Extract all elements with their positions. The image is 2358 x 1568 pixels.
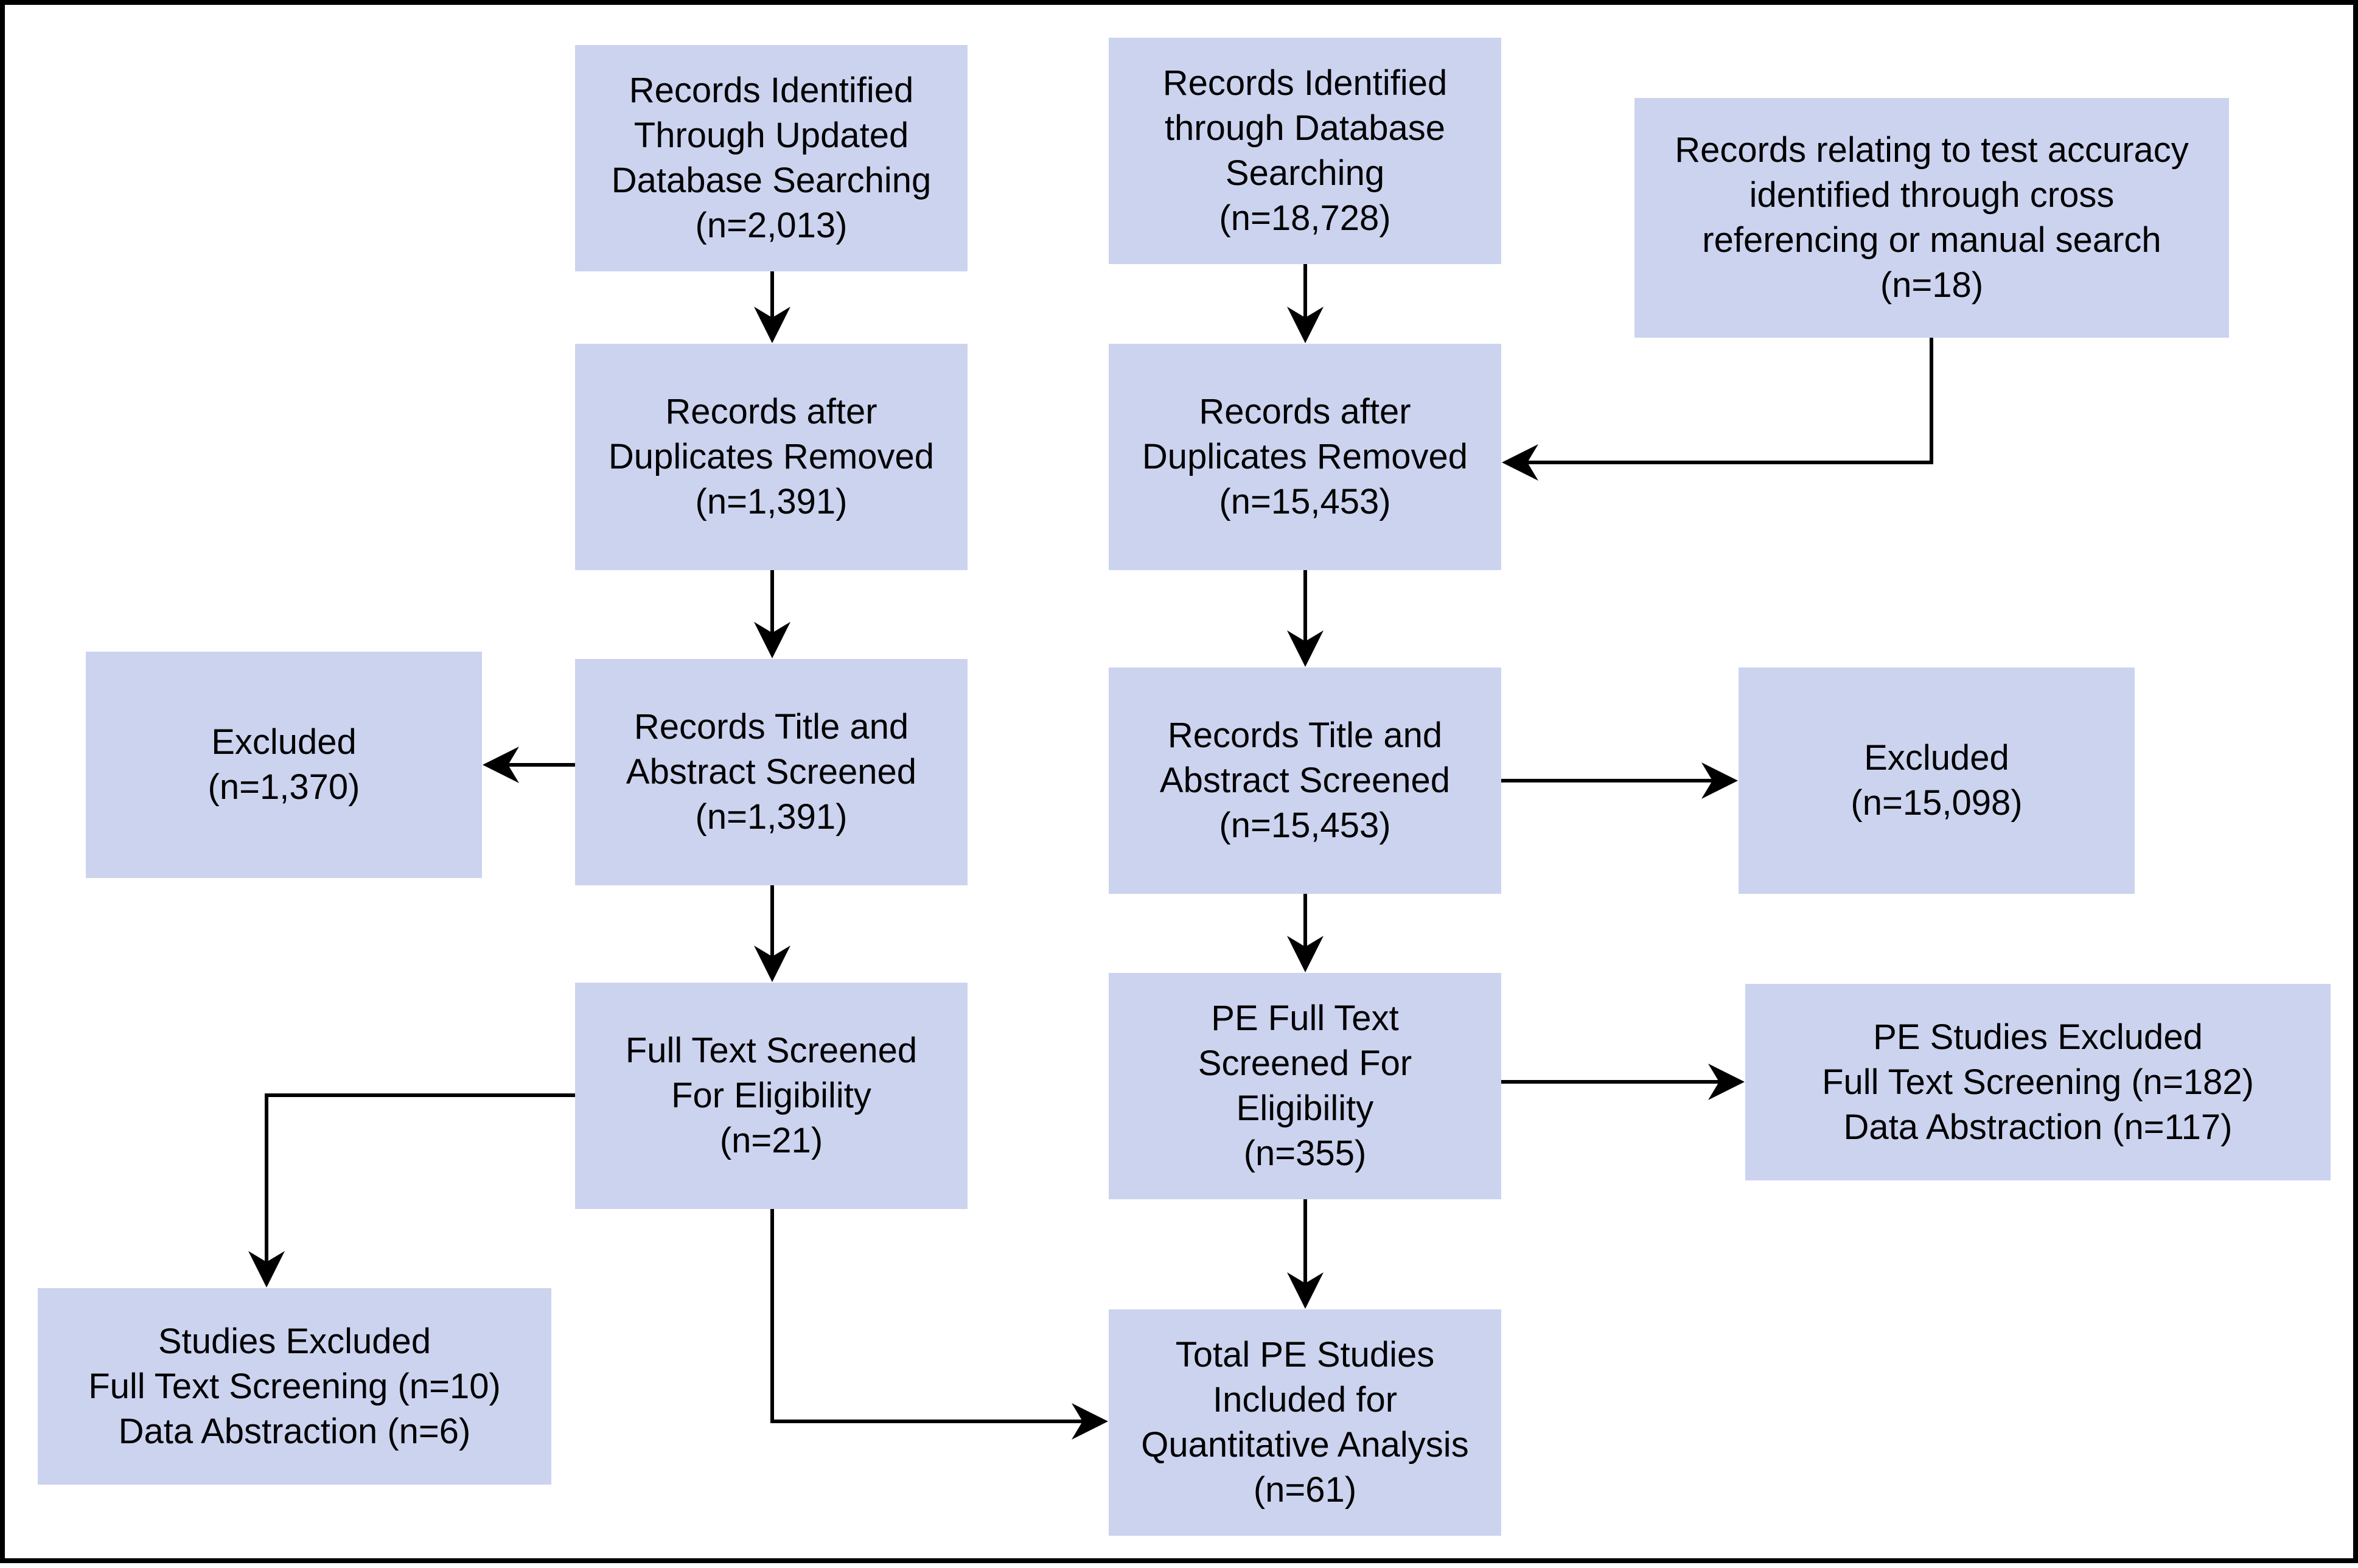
box-line: Excluded [1864,738,2009,778]
box-line: Full Text Screening (n=10) [88,1366,501,1406]
box-line: (n=1,391) [695,482,848,521]
box-line: Data Abstraction (n=6) [118,1411,471,1451]
box-updated-database-search: Records Identified Through Updated Datab… [575,45,968,271]
box-line: (n=15,453) [1219,806,1391,845]
box-database-search: Records Identified through Database Sear… [1109,38,1501,264]
box-line: (n=18) [1880,265,1984,305]
box-line: Records Identified [629,71,914,110]
box-mid-duplicates-removed: Records after Duplicates Removed (n=15,4… [1109,344,1501,570]
box-line: Records Identified [1162,63,1448,103]
box-line: Data Abstraction (n=117) [1843,1107,2233,1147]
box-line: Quantitative Analysis [1141,1425,1469,1465]
box-line: (n=15,453) [1219,482,1391,521]
box-line: Records Title and [1167,716,1443,755]
box-line: (n=2,013) [695,206,848,245]
box-line: PE Studies Excluded [1873,1017,2203,1057]
box-line: Excluded [211,722,357,762]
box-line: referencing or manual search [1702,220,2161,260]
box-line: For Eligibility [671,1076,871,1115]
box-right-pe-studies-excluded: PE Studies Excluded Full Text Screening … [1745,984,2331,1180]
box-left-excluded: Excluded (n=1,370) [86,652,482,878]
box-left-studies-excluded: Studies Excluded Full Text Screening (n=… [38,1288,551,1485]
box-mid-title-abstract-screened: Records Title and Abstract Screened (n=1… [1109,667,1501,894]
box-line: Searching [1225,153,1385,193]
box-line: Full Text Screening (n=182) [1822,1062,2254,1102]
box-line: Total PE Studies [1175,1335,1435,1375]
box-line: PE Full Text [1211,998,1399,1038]
box-left-title-abstract-screened: Records Title and Abstract Screened (n=1… [575,659,968,885]
box-line: Records Title and [633,707,909,747]
box-line: Duplicates Removed [608,437,935,476]
arrow-fulltext-to-studies-excluded [248,1093,575,1288]
box-line: through Database [1164,108,1446,148]
arrow-crossref-to-dedup [1502,338,1933,481]
box-line: Records after [1199,392,1411,431]
box-line: Full Text Screened [625,1031,918,1070]
box-line: (n=1,370) [208,767,360,807]
box-line: Abstract Screened [626,752,917,792]
box-right-excluded: Excluded (n=15,098) [1739,667,2135,894]
box-line: (n=15,098) [1850,783,2023,823]
box-line: Eligibility [1236,1089,1374,1128]
box-line: (n=18,728) [1219,198,1391,238]
box-line: Abstract Screened [1159,761,1451,800]
box-line: Included for [1212,1380,1398,1420]
box-line: Records relating to test accuracy [1675,130,2189,170]
box-line: Through Updated [633,116,909,155]
box-line: Records after [665,392,877,431]
box-cross-referencing: Records relating to test accuracy identi… [1634,98,2229,338]
box-left-duplicates-removed: Records after Duplicates Removed (n=1,39… [575,344,968,570]
box-line: (n=355) [1243,1134,1367,1173]
box-total-included: Total PE Studies Included for Quantitati… [1109,1309,1501,1536]
box-line: identified through cross [1749,175,2115,215]
connector-layer [248,264,1933,1440]
box-line: (n=1,391) [695,797,848,837]
box-left-full-text-screened: Full Text Screened For Eligibility (n=21… [575,983,968,1209]
box-line: (n=61) [1253,1470,1357,1510]
box-mid-pe-full-text-screened: PE Full Text Screened For Eligibility (n… [1109,973,1501,1199]
box-line: Database Searching [611,161,932,200]
arrow-fulltext-to-total [770,1209,1108,1440]
box-line: Screened For [1198,1044,1412,1083]
box-line: (n=21) [719,1121,823,1160]
box-line: Duplicates Removed [1142,437,1468,476]
box-line: Studies Excluded [158,1321,431,1361]
